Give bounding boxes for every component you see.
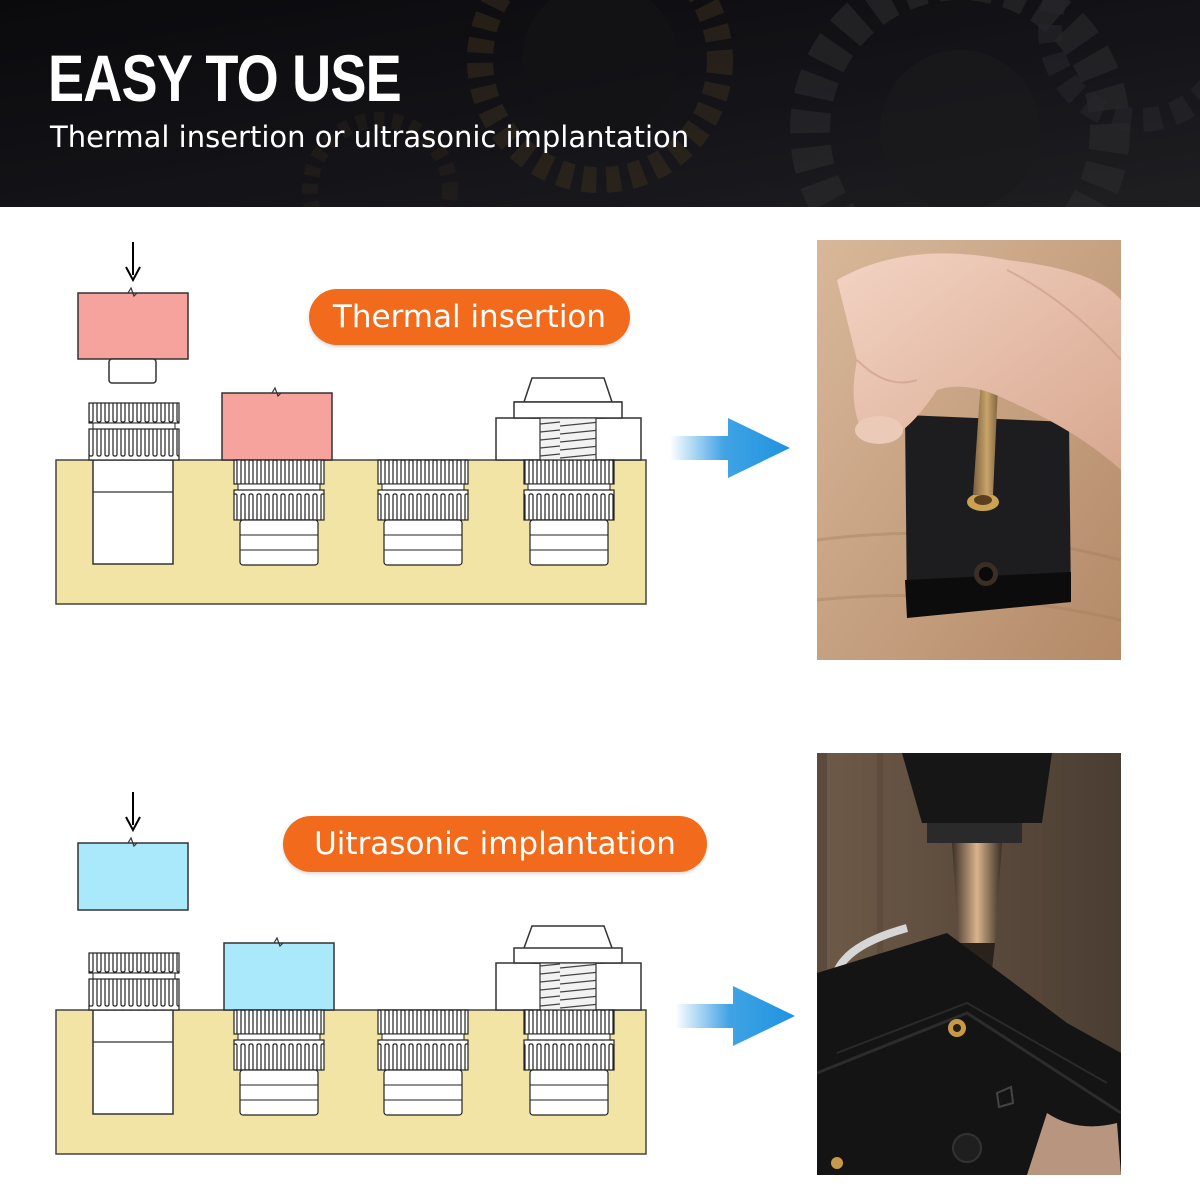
blue-right-arrow-icon [675, 986, 795, 1046]
bore-hole [92, 1009, 174, 1115]
brass-insert [233, 1009, 325, 1116]
ultrasonic-implantation-label: Uitrasonic implantation [283, 816, 707, 872]
heating-tool [221, 386, 333, 461]
ultrasonic-horn [77, 836, 189, 911]
thermal-insertion-photo [817, 240, 1121, 660]
brass-insert [88, 952, 180, 1011]
brass-insert [233, 459, 325, 566]
ultrasonic-implantation-photo [817, 753, 1121, 1175]
down-arrow-icon [125, 242, 141, 283]
page-title: EASY TO USE [48, 41, 402, 115]
bolt-assembly [495, 925, 642, 1116]
ultrasonic-horn [223, 936, 335, 1011]
heating-tool [77, 286, 189, 384]
brass-insert [377, 459, 469, 566]
blue-right-arrow-icon [670, 418, 790, 478]
bore-hole [92, 459, 174, 565]
ultrasonic-implantation-diagram [55, 792, 647, 1155]
down-arrow-icon [125, 792, 141, 833]
gears-background [0, 0, 1200, 207]
brass-insert [88, 402, 180, 461]
thermal-insertion-label: Thermal insertion [309, 289, 630, 345]
brass-insert [377, 1009, 469, 1116]
bolt-assembly [495, 377, 642, 566]
header-banner: EASY TO USE Thermal insertion or ultraso… [0, 0, 1200, 207]
page-subtitle: Thermal insertion or ultrasonic implanta… [50, 120, 690, 154]
thermal-insertion-diagram [55, 242, 647, 605]
